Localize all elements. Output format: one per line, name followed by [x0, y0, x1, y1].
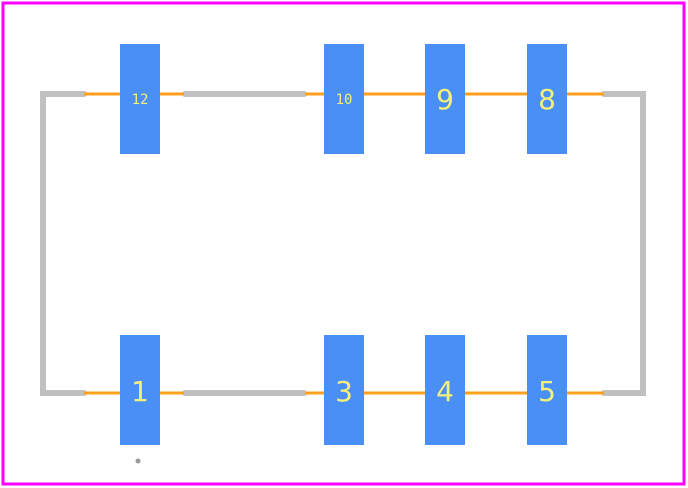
- pad-12[interactable]: 12: [120, 44, 160, 154]
- pad-10-body: [324, 44, 364, 154]
- pad-8-label: 8: [538, 83, 556, 116]
- silkscreen-outline: [40, 91, 646, 396]
- traces: [84, 92, 604, 395]
- pad-1-label: 1: [131, 375, 149, 408]
- silk-right-bracket: [601, 91, 646, 396]
- pad-5[interactable]: 5: [527, 335, 567, 445]
- pad-4[interactable]: 4: [425, 335, 465, 445]
- pad-3-label: 3: [335, 375, 353, 408]
- pad-9-body: [425, 44, 465, 154]
- pad-8-body: [527, 44, 567, 154]
- pin1-marker-dot: [135, 458, 141, 464]
- pad-1[interactable]: 1: [120, 335, 160, 445]
- pad-5-body: [527, 335, 567, 445]
- silk-left-bracket: [40, 91, 87, 396]
- pad-12-body: [120, 44, 160, 154]
- pad-9-label: 9: [436, 83, 454, 116]
- pad-3[interactable]: 3: [324, 335, 364, 445]
- pad-12-label: 12: [132, 92, 149, 108]
- pad-4-body: [425, 335, 465, 445]
- pad-8[interactable]: 8: [527, 44, 567, 154]
- pad-5-label: 5: [538, 375, 556, 408]
- pad-9[interactable]: 9: [425, 44, 465, 154]
- pad-10-label: 10: [336, 92, 353, 108]
- pad-3-body: [324, 335, 364, 445]
- pad-4-label: 4: [436, 375, 454, 408]
- pad-1-body: [120, 335, 160, 445]
- pad-10[interactable]: 10: [324, 44, 364, 154]
